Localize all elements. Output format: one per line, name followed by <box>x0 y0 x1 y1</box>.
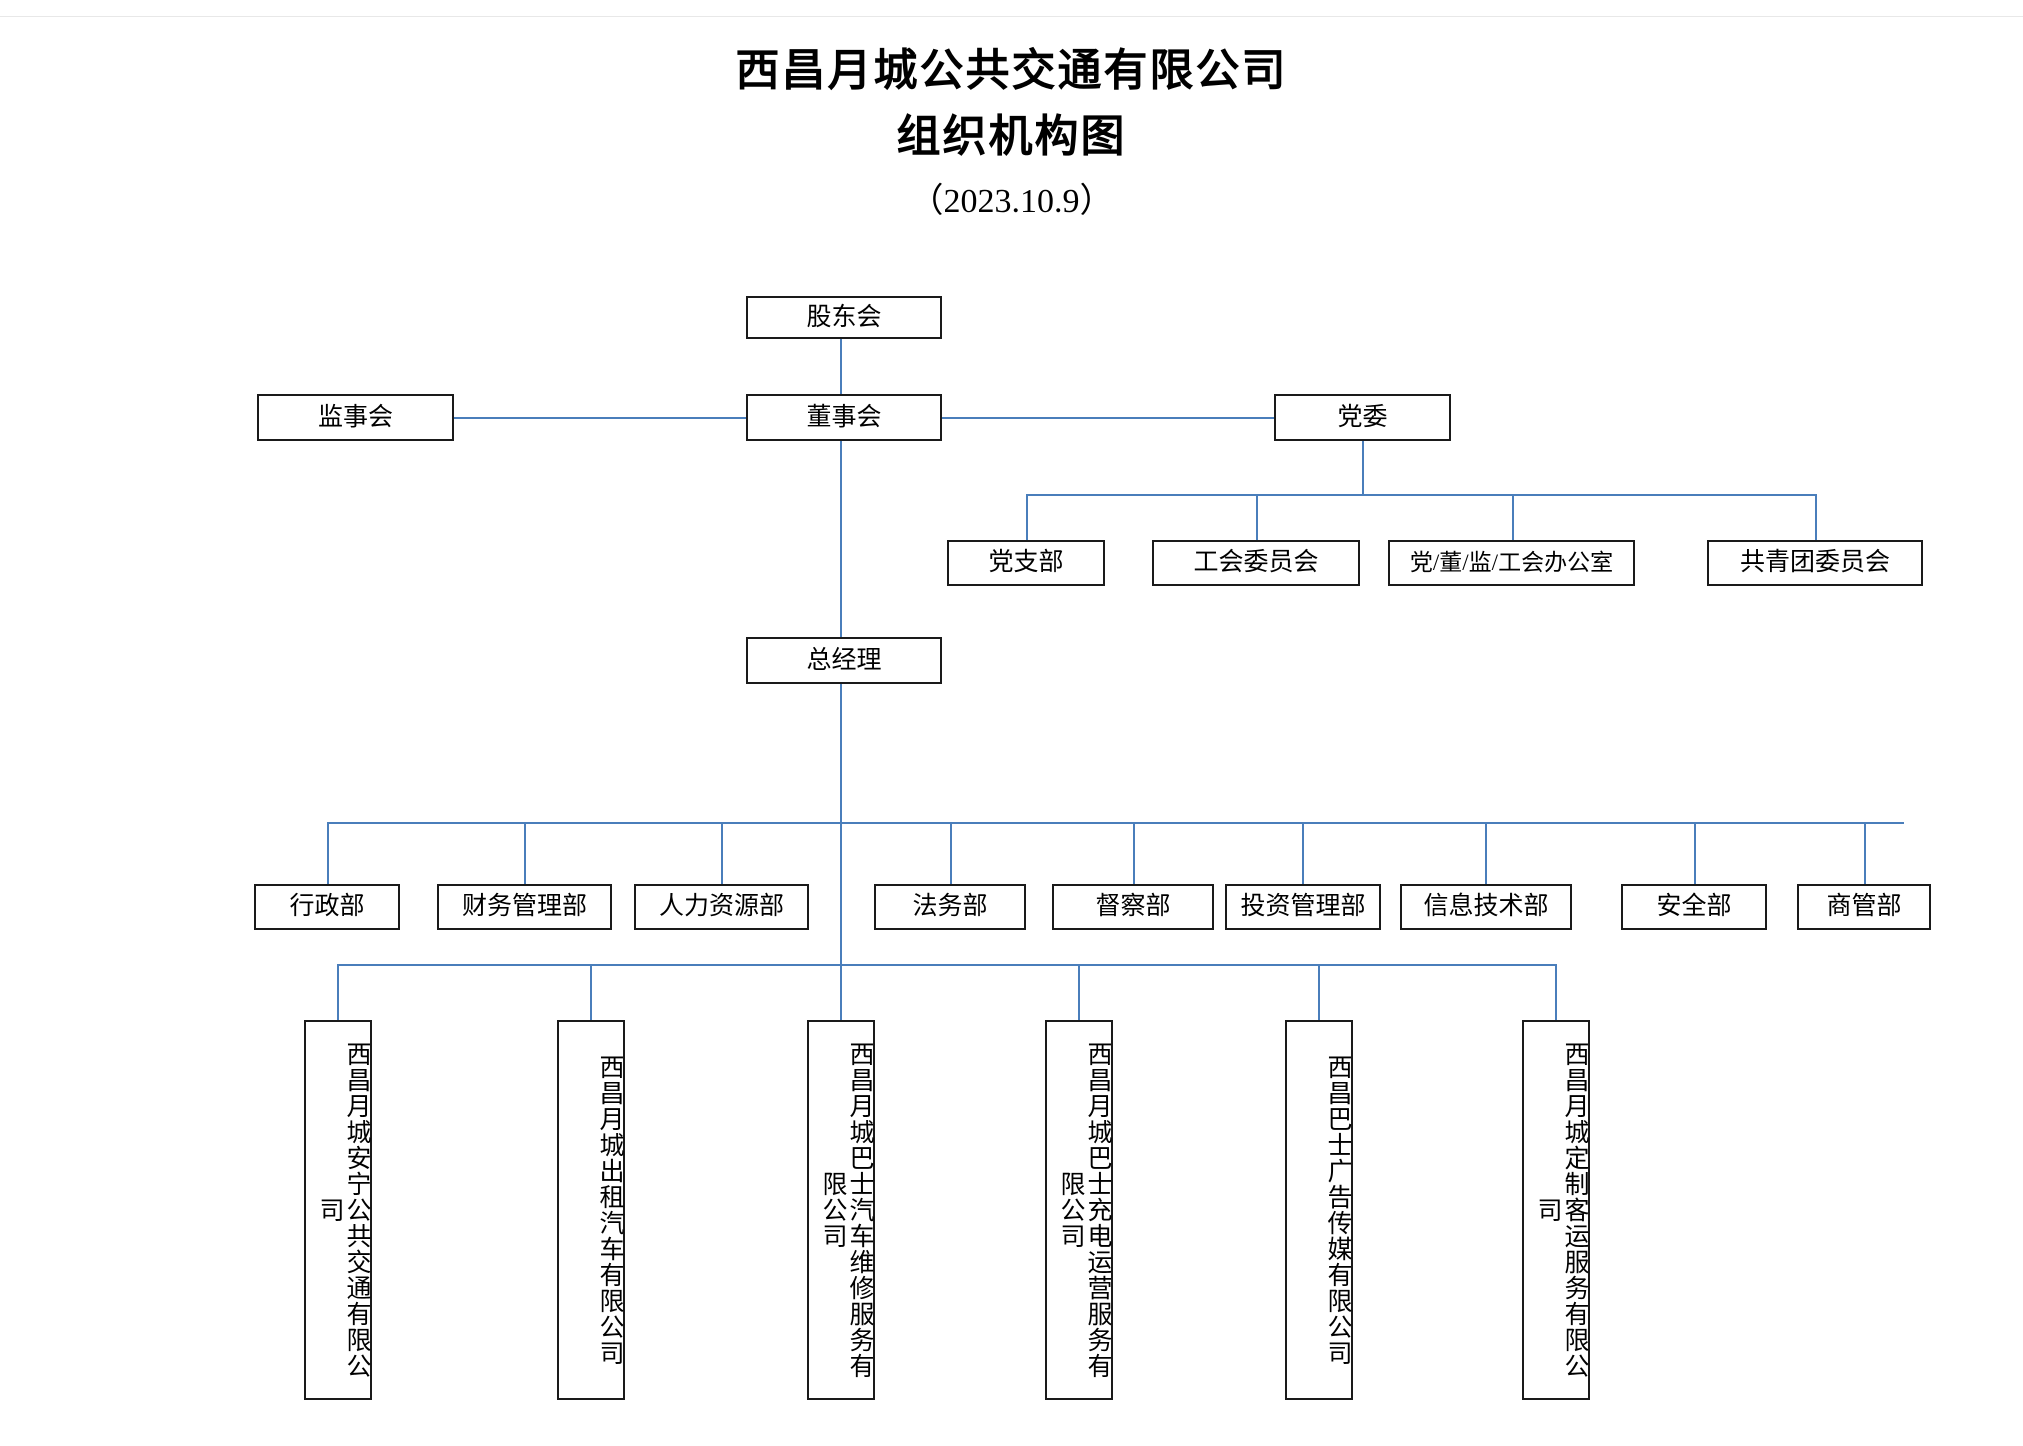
node-youth-league[interactable]: 共青团委员会 <box>1707 540 1923 586</box>
connector-party-sub-bus <box>1026 494 1816 496</box>
node-subsidiary-1-label: 西昌月城出租汽车有限公司 <box>596 1054 623 1366</box>
node-subsidiary-3-label: 西昌月城巴士充电运营服务有限公司 <box>1057 1041 1111 1379</box>
node-board[interactable]: 董事会 <box>746 394 942 441</box>
connector-department-bus <box>327 822 1904 824</box>
connector-dept-drop-3 <box>950 822 952 884</box>
connector-sub-drop-5 <box>1555 964 1557 1020</box>
page-title-block: 西昌月城公共交通有限公司 组织机构图 （2023.10.9） <box>0 38 2023 228</box>
connector-subsidiary-bus <box>337 964 1555 966</box>
connector-joint-office-drop <box>1512 494 1514 540</box>
node-subsidiary-3[interactable]: 西昌月城巴士充电运营服务有限公司 <box>1045 1020 1113 1400</box>
connector-dept-drop-8 <box>1864 822 1866 884</box>
connector-party-committee-drop <box>1362 440 1364 495</box>
node-department-0[interactable]: 行政部 <box>254 884 400 930</box>
connector-union-committee-drop <box>1256 494 1258 540</box>
connector-board-to-supervisors <box>454 417 841 419</box>
connector-dept-drop-7 <box>1694 822 1696 884</box>
connector-shareholders-to-board <box>840 335 842 398</box>
connector-dept-drop-5 <box>1302 822 1304 884</box>
node-subsidiary-2[interactable]: 西昌月城巴士汽车维修服务有限公司 <box>807 1020 875 1400</box>
node-department-6[interactable]: 信息技术部 <box>1400 884 1572 930</box>
node-subsidiary-4-label: 西昌巴士广告传媒有限公司 <box>1324 1054 1351 1366</box>
node-subsidiary-5-label: 西昌月城定制客运服务有限公司 <box>1534 1041 1588 1379</box>
node-department-8[interactable]: 商管部 <box>1797 884 1931 930</box>
node-subsidiary-5[interactable]: 西昌月城定制客运服务有限公司 <box>1522 1020 1590 1400</box>
connector-dept-drop-2 <box>721 822 723 884</box>
connector-sub-drop-3 <box>1078 964 1080 1020</box>
node-department-4[interactable]: 督察部 <box>1052 884 1214 930</box>
connector-board-to-party-committee <box>840 417 1274 419</box>
node-subsidiary-2-label: 西昌月城巴士汽车维修服务有限公司 <box>819 1041 873 1379</box>
connector-dept-drop-6 <box>1485 822 1487 884</box>
node-subsidiary-4[interactable]: 西昌巴士广告传媒有限公司 <box>1285 1020 1353 1400</box>
node-party-branch[interactable]: 党支部 <box>947 540 1105 586</box>
node-department-7[interactable]: 安全部 <box>1621 884 1767 930</box>
node-subsidiary-1[interactable]: 西昌月城出租汽车有限公司 <box>557 1020 625 1400</box>
connector-sub-drop-0 <box>337 964 339 1020</box>
node-union-committee[interactable]: 工会委员会 <box>1152 540 1360 586</box>
connector-sub-drop-1 <box>590 964 592 1020</box>
node-general-manager[interactable]: 总经理 <box>746 637 942 684</box>
connector-party-branch-drop <box>1026 494 1028 540</box>
connector-sub-drop-2 <box>840 964 842 1020</box>
connector-dept-drop-4 <box>1133 822 1135 884</box>
node-subsidiary-0-label: 西昌月城安宁公共交通有限公司 <box>316 1041 370 1379</box>
node-supervisors[interactable]: 监事会 <box>257 394 454 441</box>
connector-youth-league-drop <box>1815 494 1817 540</box>
node-subsidiary-0[interactable]: 西昌月城安宁公共交通有限公司 <box>304 1020 372 1400</box>
page-top-rule <box>0 16 2023 17</box>
connector-main-spine <box>840 440 842 1020</box>
node-department-1[interactable]: 财务管理部 <box>437 884 612 930</box>
page-date: （2023.10.9） <box>909 183 1114 220</box>
node-department-5[interactable]: 投资管理部 <box>1225 884 1381 930</box>
page-title-line-2: 组织机构图 <box>896 112 1127 161</box>
node-department-2[interactable]: 人力资源部 <box>634 884 809 930</box>
connector-dept-drop-1 <box>524 822 526 884</box>
node-shareholders[interactable]: 股东会 <box>746 296 942 339</box>
connector-dept-drop-0 <box>327 822 329 884</box>
node-party-committee[interactable]: 党委 <box>1274 394 1451 441</box>
connector-sub-drop-4 <box>1318 964 1320 1020</box>
node-department-3[interactable]: 法务部 <box>874 884 1026 930</box>
node-joint-office[interactable]: 党/董/监/工会办公室 <box>1388 540 1635 586</box>
page-title-line-1: 西昌月城公共交通有限公司 <box>735 46 1288 95</box>
